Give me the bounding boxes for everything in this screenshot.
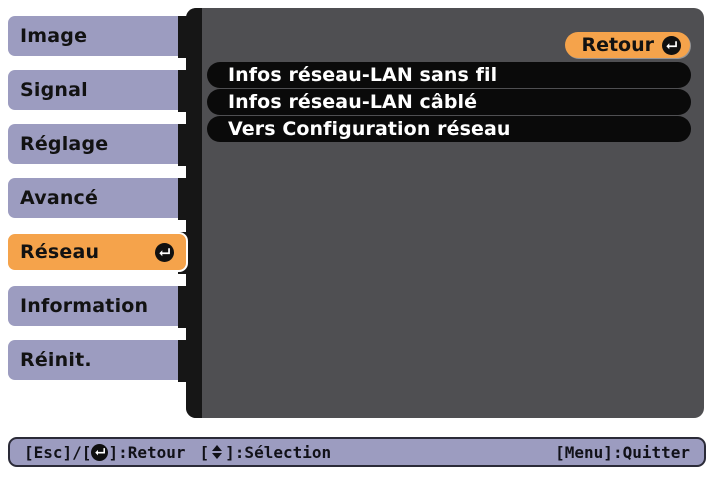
sidebar-item-label: Image [20,25,88,47]
menu-item-infos-lan-cable[interactable]: Infos réseau-LAN câblé [207,89,691,115]
sidebar-tab-stub [178,286,198,328]
menu-item-infos-lan-sans-fil[interactable]: Infos réseau-LAN sans fil [207,62,691,88]
sidebar-tab-stub [178,178,198,220]
status-exit-hint: [Menu]:Quitter [555,443,690,462]
enter-icon [155,242,174,262]
sidebar-item-image[interactable]: Image [8,16,186,56]
select-open-bracket: [ [199,442,210,462]
select-action-label: :Sélection [234,442,332,462]
menu-item-vers-configuration-reseau[interactable]: Vers Configuration réseau [207,116,691,142]
back-button-label: Retour [581,34,654,56]
sidebar-item-label: Signal [20,79,88,101]
status-bar: [Esc] /[ ] :Retour [ ] :Sélection [Menu]… [8,437,706,467]
menu-item-label: Vers Configuration réseau [228,118,511,140]
up-down-arrow-icon [209,443,225,461]
sidebar-item-label: Avancé [20,187,99,209]
sidebar-item-reseau[interactable]: Réseau [6,232,188,272]
slash-separator: /[ [72,442,92,462]
sidebar-item-label: Réinit. [20,349,92,371]
sidebar-item-signal[interactable]: Signal [8,70,186,110]
sidebar-item-label: Réglage [20,133,109,155]
back-button[interactable]: Retour [565,32,690,58]
status-select-hint: [ ] :Sélection [200,443,332,462]
exit-action-label: [Menu]:Quitter [555,442,690,462]
back-action-label: :Retour [118,442,186,462]
sidebar-item-avance[interactable]: Avancé [8,178,186,218]
enter-icon [91,443,109,461]
network-menu-list: Infos réseau-LAN sans fil Infos réseau-L… [207,62,691,143]
sidebar-menu: Image Signal Réglage Avancé Réseau Infor… [6,16,204,416]
enter-icon [662,35,681,55]
enter-close-bracket: ] [108,442,119,462]
menu-item-label: Infos réseau-LAN câblé [228,91,478,113]
sidebar-item-label: Information [20,295,149,317]
sidebar-tab-stub [178,16,198,58]
status-back-hint: [Esc] /[ ] :Retour [24,443,186,462]
sidebar-item-reglage[interactable]: Réglage [8,124,186,164]
sidebar-tab-stub [178,340,198,382]
select-close-bracket: ] [225,442,235,462]
sidebar-item-information[interactable]: Information [8,286,186,326]
esc-key-label: [Esc] [24,442,73,462]
sidebar-item-reinit[interactable]: Réinit. [8,340,186,380]
sidebar-item-label: Réseau [20,241,100,263]
sidebar-tab-stub [178,124,198,166]
menu-item-label: Infos réseau-LAN sans fil [228,64,498,86]
sidebar-tab-stub [178,70,198,112]
content-panel: Retour Infos réseau-LAN sans fil Infos r… [186,8,704,418]
